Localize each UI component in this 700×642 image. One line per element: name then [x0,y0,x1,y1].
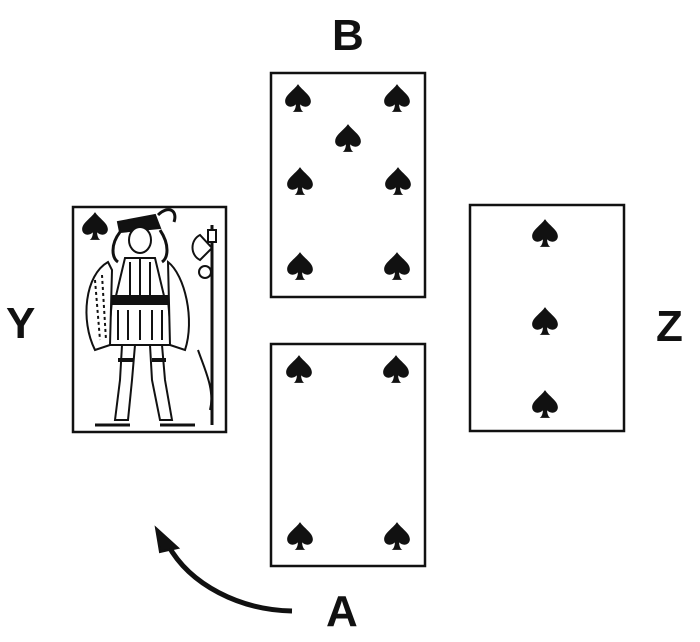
label-z: Z [656,302,683,351]
card-y-jack-of-spades [71,205,228,434]
label-y: Y [6,299,36,348]
label-a: A [326,587,358,636]
card-b-seven-of-spades [269,71,427,299]
card-a-four-of-spades [269,342,427,568]
label-b: B [332,11,364,60]
card-z-three-of-spades [468,203,626,433]
curved-arrow-icon [154,525,293,614]
jack-figure-illustration [85,208,217,427]
